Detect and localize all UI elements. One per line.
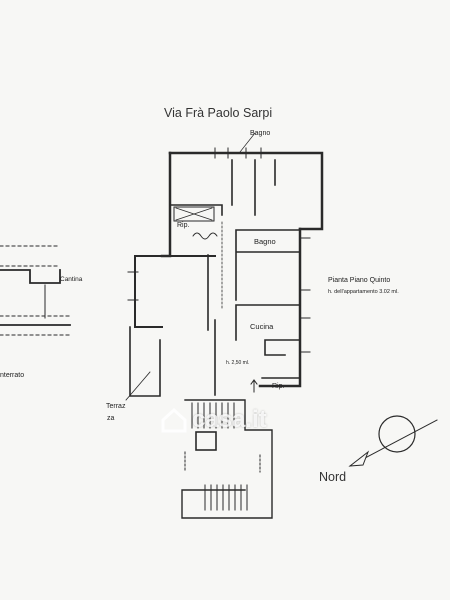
room-label-rip-bottom: Rip. xyxy=(272,383,285,390)
cucina-wall xyxy=(235,304,301,356)
stair-dashes xyxy=(184,451,261,473)
hand-scribble xyxy=(192,232,218,240)
north-compass-arrow xyxy=(348,450,370,467)
basement-label: nterrato xyxy=(0,372,25,379)
bagno-arrow xyxy=(239,132,256,153)
entrance-arrow xyxy=(250,379,258,393)
watermark-text: casa.it xyxy=(192,406,267,433)
bathroom-top-wall xyxy=(231,159,276,216)
rip-box xyxy=(173,206,215,222)
cantina-dashes xyxy=(0,245,71,336)
corridor-wall xyxy=(207,254,216,396)
stair-steps-top xyxy=(191,402,235,429)
north-label: Nord xyxy=(319,470,347,484)
house-icon xyxy=(160,407,188,433)
terrace-height: h. 2,50 ml. xyxy=(226,360,250,366)
elevator xyxy=(195,431,217,451)
casa-watermark: casa.it xyxy=(160,406,267,434)
apartment-height: h. dell'appartamento 3.02 ml. xyxy=(328,289,399,295)
room-label-cucina: Cucina xyxy=(250,322,274,331)
terrace-arrow xyxy=(125,371,151,401)
stair-steps-bottom xyxy=(204,484,248,511)
room-label-rip-top: Rip. xyxy=(177,222,190,229)
living-left-wall xyxy=(134,255,163,328)
north-compass-circle xyxy=(378,415,416,453)
window-marks xyxy=(127,147,311,353)
room-label-bagno: Bagno xyxy=(254,237,276,246)
room-label-cantina: Cantina xyxy=(60,276,83,283)
street-name: Via Frà Paolo Sarpi xyxy=(164,106,273,120)
staircase-block xyxy=(181,399,273,519)
room-label-bagno-top: Bagno xyxy=(250,130,271,137)
apartment-outer-wall xyxy=(168,151,324,231)
apartment-right-wall xyxy=(258,227,302,388)
top-room-divider xyxy=(169,204,223,216)
floor-title: Pianta Piano Quinto xyxy=(328,277,391,284)
terrace-wall xyxy=(129,326,161,397)
bagno-wall xyxy=(235,229,301,301)
terrace-label-line1: Terraz xyxy=(106,403,126,410)
terrace-label-line2: za xyxy=(107,415,115,422)
cantina-walls xyxy=(0,269,71,326)
apartment-left-wall xyxy=(160,151,172,258)
